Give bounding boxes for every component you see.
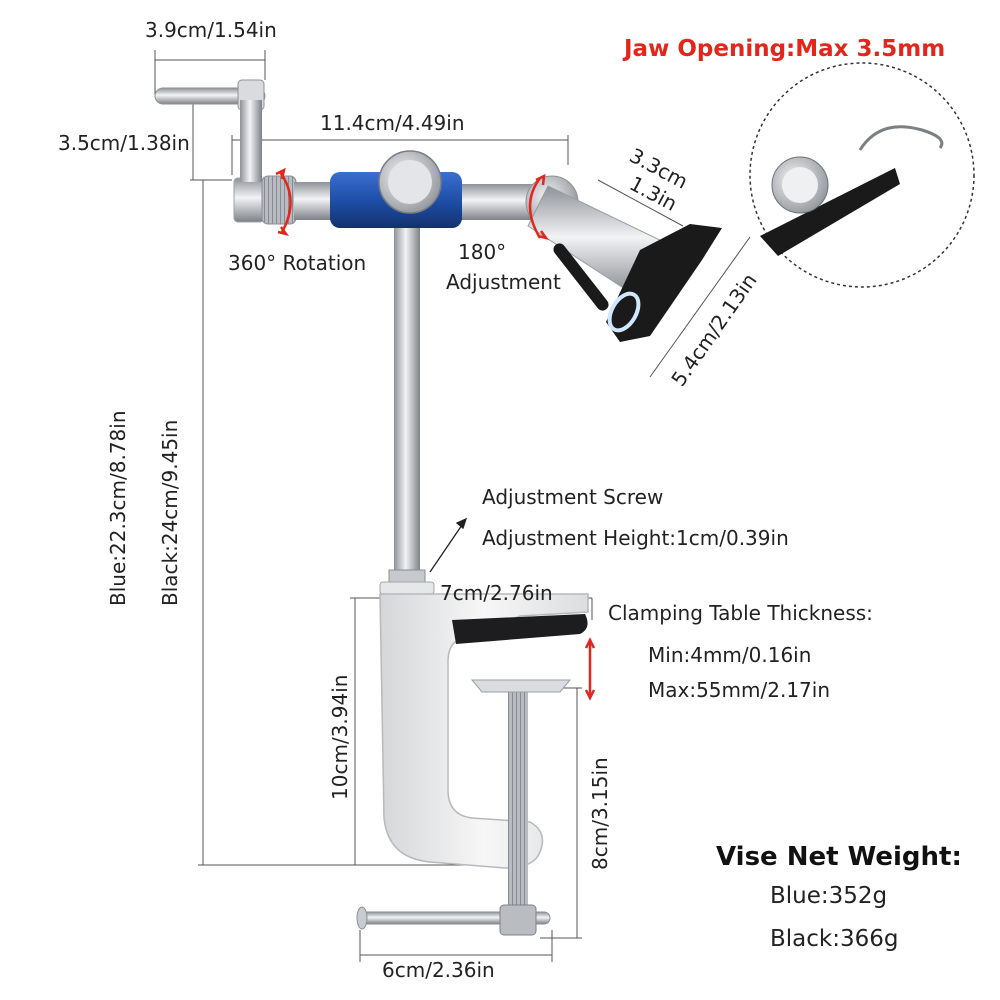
adjustment-height-label: Adjustment Height:1cm/0.39in [482,526,789,550]
clamp-min-label: Min:4mm/0.16in [648,643,812,667]
weight-blue-label: Blue:352g [770,883,888,909]
rotation-label: 360° Rotation [228,251,367,275]
vertical-stem [394,222,420,590]
adjustment-screw-label: Adjustment Screw [482,485,664,509]
clamp-max-label: Max:55mm/2.17in [648,678,831,702]
adjustment-degree-label: 180° [458,240,507,264]
clamp-width-label: 7cm/2.76in [440,581,553,605]
left-arm-sleeve [233,177,265,223]
clamp-pressure-plate [470,679,572,693]
c-clamp-frame [379,593,589,869]
base-width-label: 6cm/2.36in [382,958,495,982]
screw-length-label: 8cm/3.15in [588,757,612,870]
clamp-height-label: 10cm/3.94in [328,674,352,800]
blue-height-label: Blue:22.3cm/8.78in [106,410,130,606]
adjustment-pointer [429,517,468,573]
net-weight-title: Vise Net Weight: [716,842,962,872]
jaw-lever [553,243,609,311]
arm-length-label: 11.4cm/4.49in [320,111,465,135]
left-arm-body [294,182,334,220]
handle-height-label: 3.5cm/1.38in [58,131,190,155]
t-handle-rod [240,100,262,182]
jaw-detail-inset [749,62,975,288]
clamp-rubber-pad [452,614,588,644]
stem-base-ring [379,581,435,595]
handle-width-label: 3.9cm/1.54in [145,18,277,42]
clamp-handle-end [356,906,368,930]
clamp-screw-nut [499,904,537,936]
jaw-opening-label: Jaw Opening:Max 3.5mm [624,36,946,62]
weight-black-label: Black:366g [770,926,899,952]
collar-lock-knob-center [388,160,432,204]
jaw-o-ring [607,291,641,333]
rotation-arrows [275,167,596,701]
black-height-label: Black:24cm/9.45in [158,419,182,606]
clamp-threaded-screw [508,688,528,930]
adjustment-label: Adjustment [446,270,561,294]
clamp-thickness-label: Clamping Table Thickness: [608,601,873,625]
